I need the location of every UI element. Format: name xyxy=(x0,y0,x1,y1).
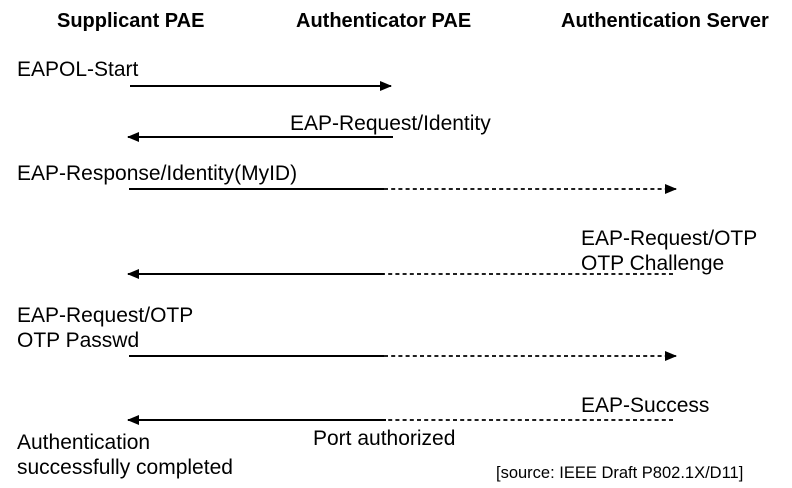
message-label-eap-success: EAP-Success xyxy=(581,394,710,417)
message-label-line2: OTP Passwd xyxy=(17,329,140,352)
port-authorized-label: Port authorized xyxy=(313,427,456,450)
message-label-line2: OTP Challenge xyxy=(581,252,725,275)
message-label-eap-request-otp-passwd: EAP-Request/OTP OTP Passwd xyxy=(17,303,193,353)
completion-note-line2: successfully completed xyxy=(17,456,233,479)
message-label-eap-response-identity: EAP-Response/Identity(MyID) xyxy=(17,162,298,185)
message-label-eap-request-otp-challenge: EAP-Request/OTP OTP Challenge xyxy=(581,226,757,276)
actor-authenticator-pae: Authenticator PAE xyxy=(296,10,472,32)
source-citation: [source: IEEE Draft P802.1X/D11] xyxy=(496,464,744,482)
actor-authentication-server: Authentication Server xyxy=(561,10,769,32)
actor-supplicant-pae: Supplicant PAE xyxy=(57,10,205,32)
message-label-line1: EAP-Request/OTP xyxy=(17,304,194,327)
completion-note-line1: Authentication xyxy=(17,431,151,454)
message-label-eap-request-identity: EAP-Request/Identity xyxy=(290,112,491,135)
message-label-line1: EAP-Request/OTP xyxy=(581,227,758,250)
message-label-eapol-start: EAPOL-Start xyxy=(17,58,139,81)
completion-note: Authentication successfully completed xyxy=(17,430,233,480)
